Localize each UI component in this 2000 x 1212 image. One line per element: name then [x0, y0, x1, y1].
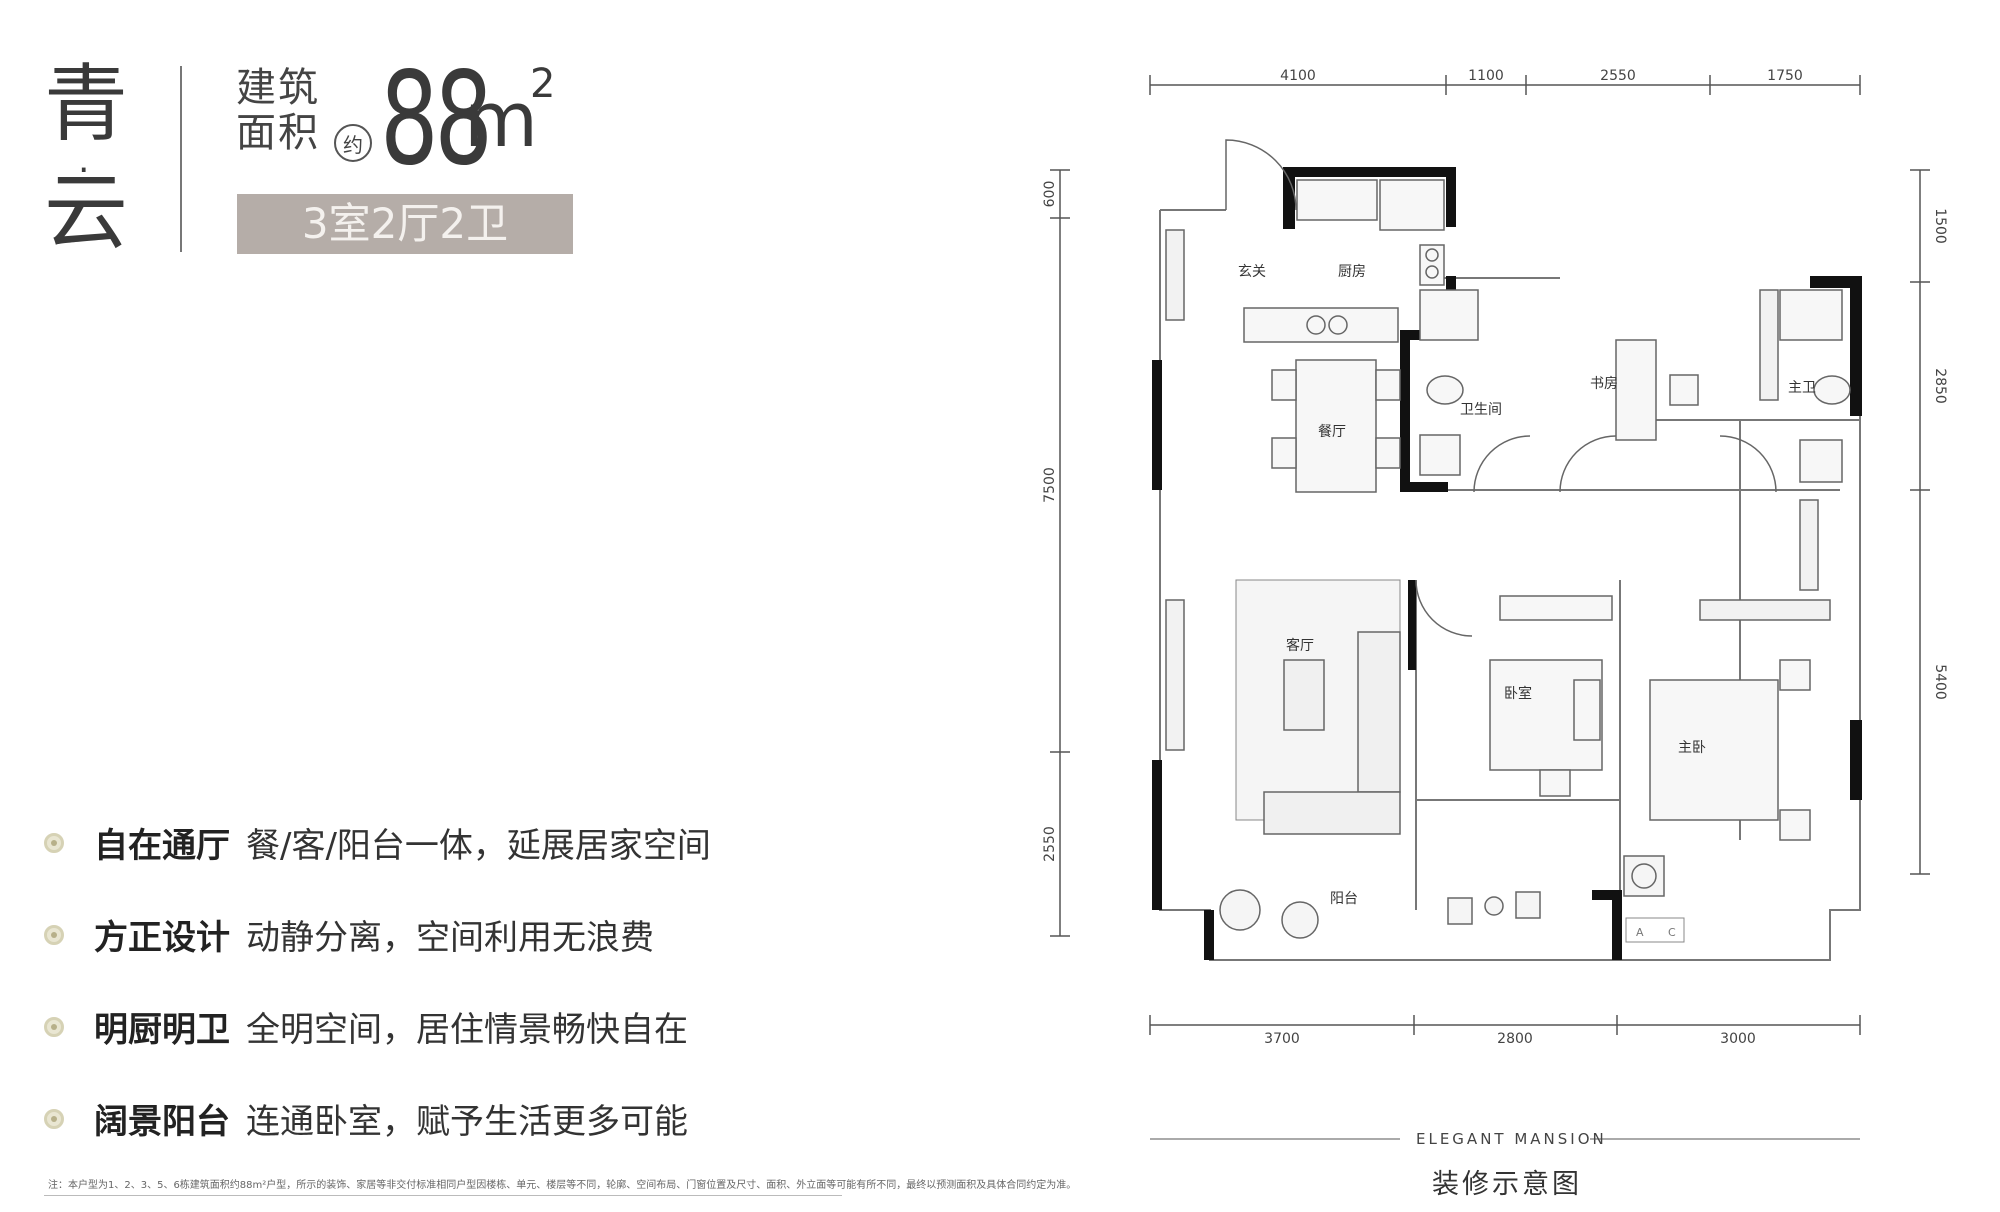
- feature-name: 阔景阳台: [94, 1102, 230, 1142]
- approx-badge: 约: [334, 124, 372, 162]
- bathroom-fixtures: [1419, 289, 1851, 483]
- dim-left-2: 7500: [1042, 467, 1058, 503]
- room-label-master-bedroom: 主卧: [1678, 740, 1706, 756]
- room-label-bedroom: 卧室: [1504, 685, 1532, 702]
- master-bath-door: [1719, 435, 1777, 493]
- bullet-icon: [44, 1016, 64, 1037]
- dim-bottom-3: 3000: [1720, 1031, 1756, 1047]
- dim-bottom-2: 2800: [1497, 1031, 1533, 1047]
- bedroom-door: [1415, 579, 1473, 637]
- bullet-icon: [44, 832, 64, 853]
- feature-desc: 餐/客/阳台一体，延展居家空间: [246, 826, 711, 866]
- dim-left-1: 600: [1042, 181, 1058, 208]
- room-label-entrance: 玄关: [1238, 263, 1266, 280]
- title-divider: [180, 66, 182, 252]
- bullet-icon: [44, 1108, 64, 1129]
- dim-top-1: 4100: [1280, 68, 1316, 84]
- brand-text: ELEGANT MANSION: [1416, 1130, 1607, 1148]
- dim-left-3: 2550: [1042, 826, 1058, 862]
- kitchen-fixtures: [1243, 179, 1445, 343]
- entrance-door: [1225, 139, 1297, 211]
- dim-top-4: 1750: [1767, 68, 1803, 84]
- area-unit: m: [464, 75, 539, 164]
- room-label-kitchen: 厨房: [1338, 264, 1366, 280]
- area-superscript: 2: [530, 61, 556, 107]
- feature-item: 阔景阳台 连通卧室，赋予生活更多可能: [44, 1094, 688, 1143]
- ac-label-a: A: [1636, 926, 1644, 939]
- room-label-bathroom: 卫生间: [1460, 402, 1502, 418]
- dim-top-3: 2550: [1600, 68, 1636, 84]
- study-fixtures: [1615, 339, 1699, 441]
- plan-caption: 装修示意图: [1432, 1169, 1582, 1200]
- feature-name: 自在通厅: [94, 826, 230, 866]
- dimension-lines: [1050, 75, 1930, 1035]
- dim-bottom-1: 3700: [1264, 1031, 1300, 1047]
- title-char-2: 云: [44, 163, 129, 261]
- windows: [1165, 229, 1831, 751]
- sofa: [1263, 631, 1401, 835]
- feature-item: 明厨明卫 全明空间，居住情景畅快自在: [44, 1002, 688, 1051]
- area-label-line1: 建筑: [236, 65, 320, 111]
- dim-right-2: 2850: [1932, 368, 1948, 404]
- bullet-icon: [44, 924, 64, 945]
- feature-item: 方正设计 动静分离，空间利用无浪费: [44, 910, 654, 959]
- thick-walls: [1152, 167, 1862, 960]
- thin-walls: [1159, 169, 1861, 961]
- room-label-study: 书房: [1590, 376, 1618, 392]
- footnote: 注：本户型为1、2、3、5、6栋建筑面积约88m²户型，所示的装饰、家居等非交付…: [44, 1174, 1076, 1196]
- bathroom-door: [1473, 435, 1531, 493]
- feature-desc: 连通卧室，赋予生活更多可能: [246, 1102, 688, 1142]
- floor-plan: 4100 1100 2550 1750 3700 2800 3000 600 7…: [1042, 68, 1948, 1140]
- study-door: [1559, 435, 1617, 493]
- dim-right-3: 5400: [1932, 664, 1948, 700]
- layout-type-badge: 3室2厅2卫: [237, 194, 573, 254]
- dim-top-2: 1100: [1468, 68, 1504, 84]
- ac-label-c: C: [1668, 926, 1676, 939]
- ac-unit: [1625, 917, 1685, 943]
- title-dot: ·: [78, 150, 90, 191]
- dining-table: [1271, 359, 1401, 493]
- master-bedroom-fixtures: [1649, 659, 1811, 841]
- area-label-line2: 面积: [236, 109, 320, 156]
- balcony-fixtures: [1219, 855, 1665, 939]
- feature-name: 方正设计: [94, 918, 230, 958]
- room-label-dining: 餐厅: [1318, 424, 1346, 440]
- dim-right-1: 1500: [1932, 208, 1948, 244]
- room-label-balcony: 阳台: [1330, 891, 1358, 907]
- feature-name: 明厨明卫: [94, 1010, 230, 1050]
- feature-desc: 全明空间，居住情景畅快自在: [246, 1010, 688, 1050]
- feature-item: 自在通厅 餐/客/阳台一体，延展居家空间: [44, 818, 711, 867]
- area-value: 88: [380, 45, 493, 194]
- room-label-master-bath: 主卫: [1788, 380, 1816, 396]
- title-char-1: 青: [44, 55, 129, 153]
- room-label-living: 客厅: [1286, 637, 1314, 654]
- bedroom-fixtures: [1489, 595, 1613, 797]
- area-label: 建筑 面积: [236, 66, 320, 156]
- feature-desc: 动静分离，空间利用无浪费: [246, 918, 654, 958]
